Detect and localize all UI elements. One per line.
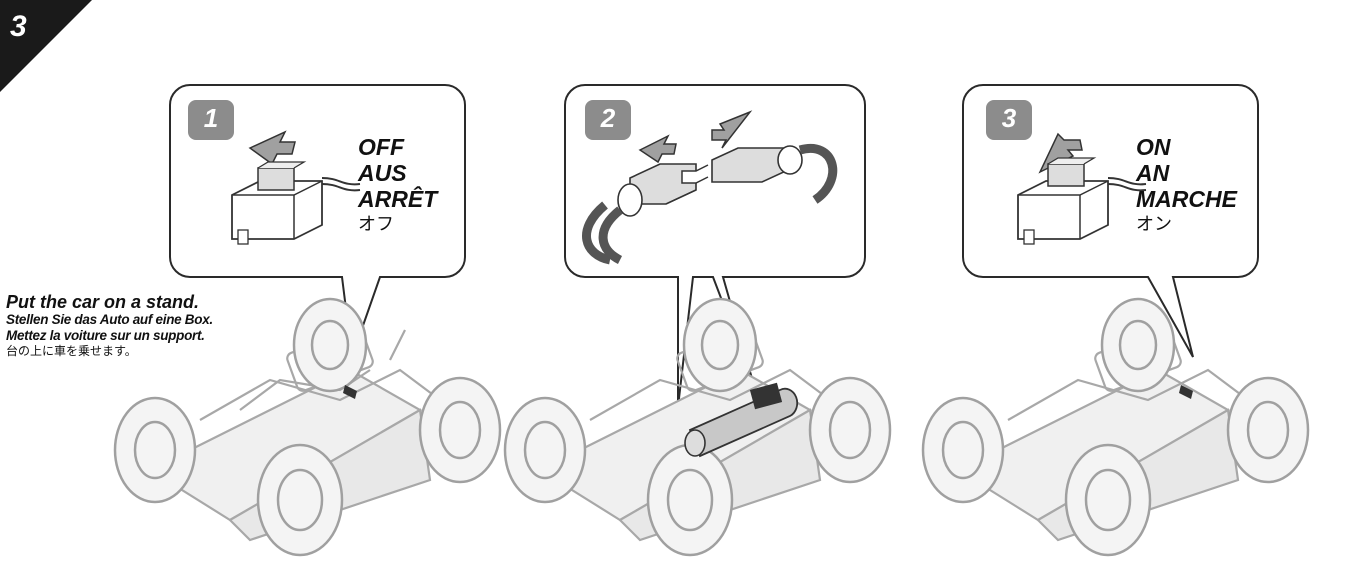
panel-1-number: 1 [191,103,231,134]
panel-3-labels: ON AN MARCHE オン [1136,134,1237,238]
label-on-en: ON [1136,134,1237,160]
panel-3-number: 3 [989,103,1029,134]
label-off-en: OFF [358,134,437,160]
label-off-ja: オフ [358,212,437,238]
panel-1-labels: OFF AUS ARRÊT オフ [358,134,437,238]
label-on-de: AN [1136,160,1237,186]
step-badge: 3 [0,0,92,92]
label-on-ja: オン [1136,212,1237,238]
panel-2: 2 [480,0,930,564]
panel-2-number: 2 [588,103,628,134]
car-illustration-3 [898,0,1348,564]
panel-3: 3 ON AN MARCHE オン [898,0,1348,564]
car-illustration-1 [90,0,540,564]
label-off-de: AUS [358,160,437,186]
car-illustration-2 [480,0,930,564]
panel-1: 1 OFF AUS ARRÊT オフ [90,0,540,564]
step-number: 3 [10,10,27,44]
label-off-fr: ARRÊT [358,186,437,212]
label-on-fr: MARCHE [1136,186,1237,212]
